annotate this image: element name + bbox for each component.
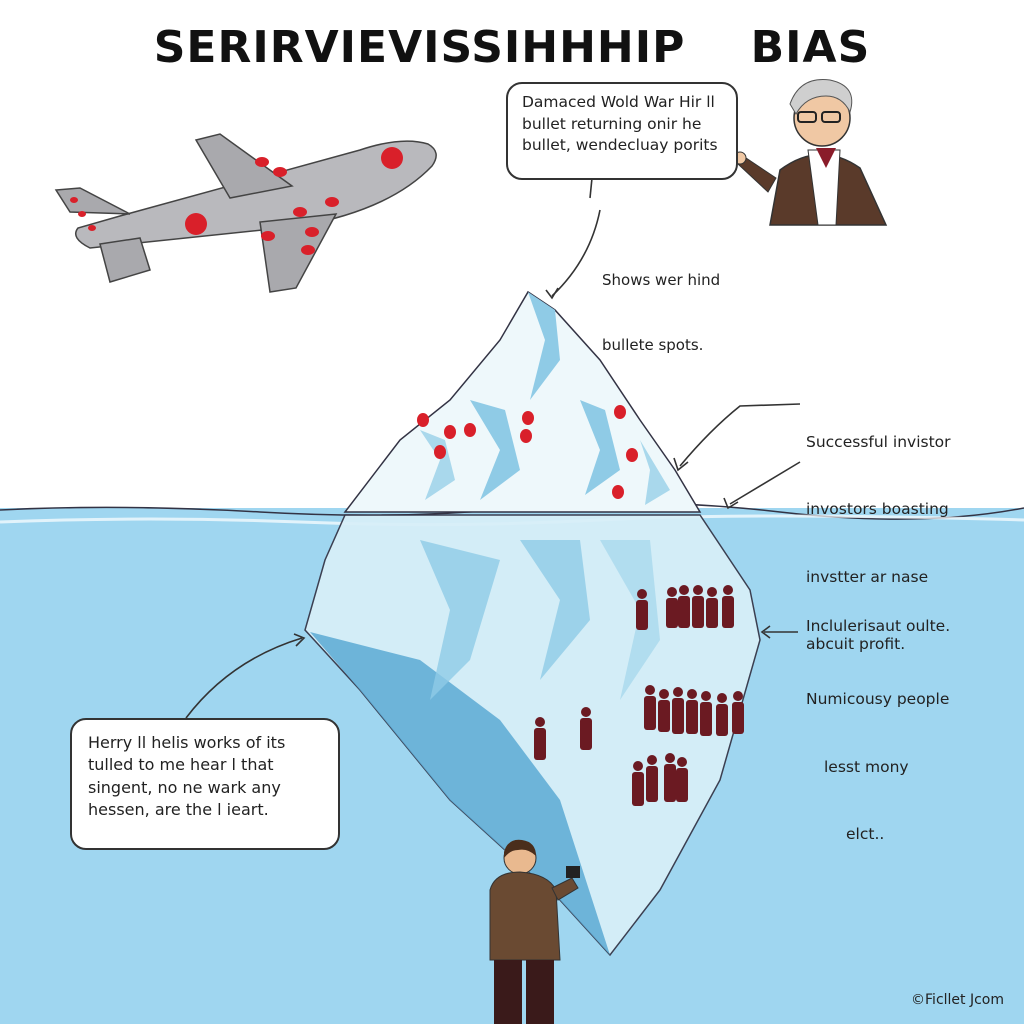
crowd-group-3 (632, 753, 688, 806)
damaged-airplane (54, 133, 437, 293)
iceberg-bullet-holes (417, 405, 638, 499)
bottom-bubble-line: singent, no ne wark any (88, 777, 281, 797)
bottom-bubble-line: Herry ll helis works of its (88, 733, 286, 752)
iceberg-tip (343, 290, 702, 513)
plane-note: Shows wer hind bullete spots. (602, 226, 720, 400)
professor-character (733, 79, 888, 226)
crowd-people (534, 585, 744, 806)
people-note-line: Inclulerisaut oulte. (806, 616, 951, 635)
plane-bubble-line: bullet, wendecluay porits (522, 136, 718, 155)
people-note-line: elct.. (846, 825, 885, 844)
plane-bullet-holes (70, 147, 403, 255)
plane-note-line: Shows wer hind (602, 270, 721, 289)
crowd-group-2 (644, 685, 744, 736)
people-note-line: Numicousy people (806, 690, 950, 709)
bottom-bubble-line: hessen, are the l ieart. (88, 800, 269, 820)
man-with-camera (489, 839, 580, 1024)
plane-speech-bubble: Damaced Wold War Hir ll bullet returning… (506, 82, 738, 180)
bottom-bubble-line: tulled to me hear l that (88, 755, 274, 775)
people-note: Inclulerisaut oulte. Numicousy people le… (806, 570, 950, 891)
plane-bubble-line: bullet returning onir he (522, 114, 702, 133)
arrow-to-iceberg-tip (551, 209, 601, 297)
bottom-speech-bubble: Herry ll helis works of its tulled to me… (70, 718, 340, 850)
investor-note-line: invostors boasting (806, 500, 949, 519)
page-title: SERIRVIEVISSIHHHIP BIAS (153, 22, 871, 73)
people-note-line: lesst mony (824, 757, 909, 776)
credit-text: ©Ficllet Jcom (911, 992, 1004, 1008)
investor-note-line: Successful invistor (806, 432, 951, 451)
investor-note-line: abcuit profit. (806, 635, 906, 654)
annotation-arrows (185, 177, 801, 719)
investor-note-line: invstter ar nase (806, 567, 929, 586)
plane-bubble-line: Damaced Wold War Hir ll (522, 93, 715, 111)
plane-note-line: bullete spots. (602, 335, 704, 354)
crowd-loners (534, 707, 592, 760)
investor-note: Successful invistor invostors boasting i… (806, 386, 951, 701)
crowd-group-1 (636, 585, 734, 630)
